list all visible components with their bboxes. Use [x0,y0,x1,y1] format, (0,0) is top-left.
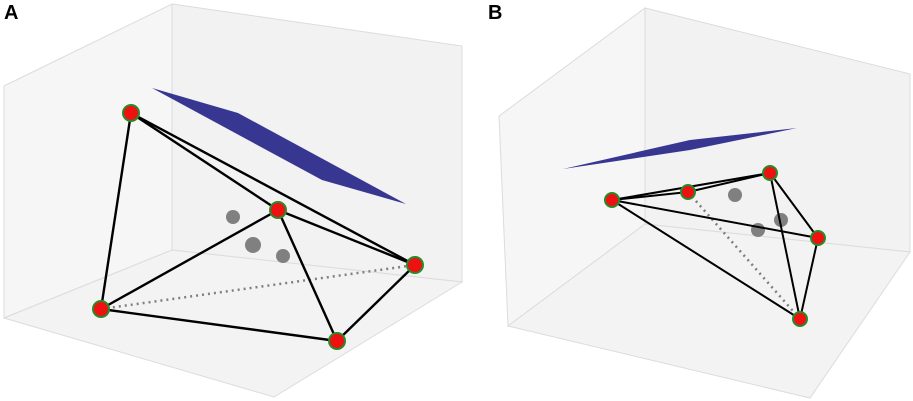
edge [687,172,771,193]
panel-a-hidden-edge [100,263,416,311]
edge [100,208,279,311]
panel-b-label: B [488,2,503,24]
panel-b-box [498,7,911,399]
edge [769,172,819,239]
panel-b-floor [506,223,911,399]
vertex [269,201,287,219]
vertex [680,184,696,200]
edge [100,307,338,343]
panel-b-vertices [604,165,826,327]
vertex [762,165,778,181]
vertex [792,311,808,327]
interior-point [774,213,788,227]
interior-point [728,188,742,202]
interior-point [226,210,240,224]
panel-a [2,3,464,398]
panel-a-interior-points [226,210,290,263]
panel-a-vertices [92,104,424,350]
vertex [810,230,826,246]
panel-b [498,7,911,399]
panel-b-plane [563,128,797,169]
edge [277,208,416,267]
edge [611,199,819,239]
vertex [328,332,346,350]
edge [799,237,819,320]
edge [99,112,133,310]
edge [336,264,416,342]
vertex [92,300,110,318]
panel-a-back-wall [171,3,463,283]
edge [769,172,801,320]
panel-a-box [2,3,464,398]
edge [130,111,416,267]
panel-a-plane [152,88,406,204]
vertex [122,104,140,122]
panel-b-edges [611,172,819,320]
panel-a-label: A [4,2,19,24]
panel-a-floor [2,249,464,398]
panel-b-hidden-edge [687,191,801,320]
edge [130,111,279,212]
edge [611,199,801,320]
vertex [604,192,620,208]
interior-point [245,237,261,253]
edge [276,209,339,342]
interior-point [276,249,290,263]
panel-a-edges [99,111,416,343]
vertex [406,256,424,274]
